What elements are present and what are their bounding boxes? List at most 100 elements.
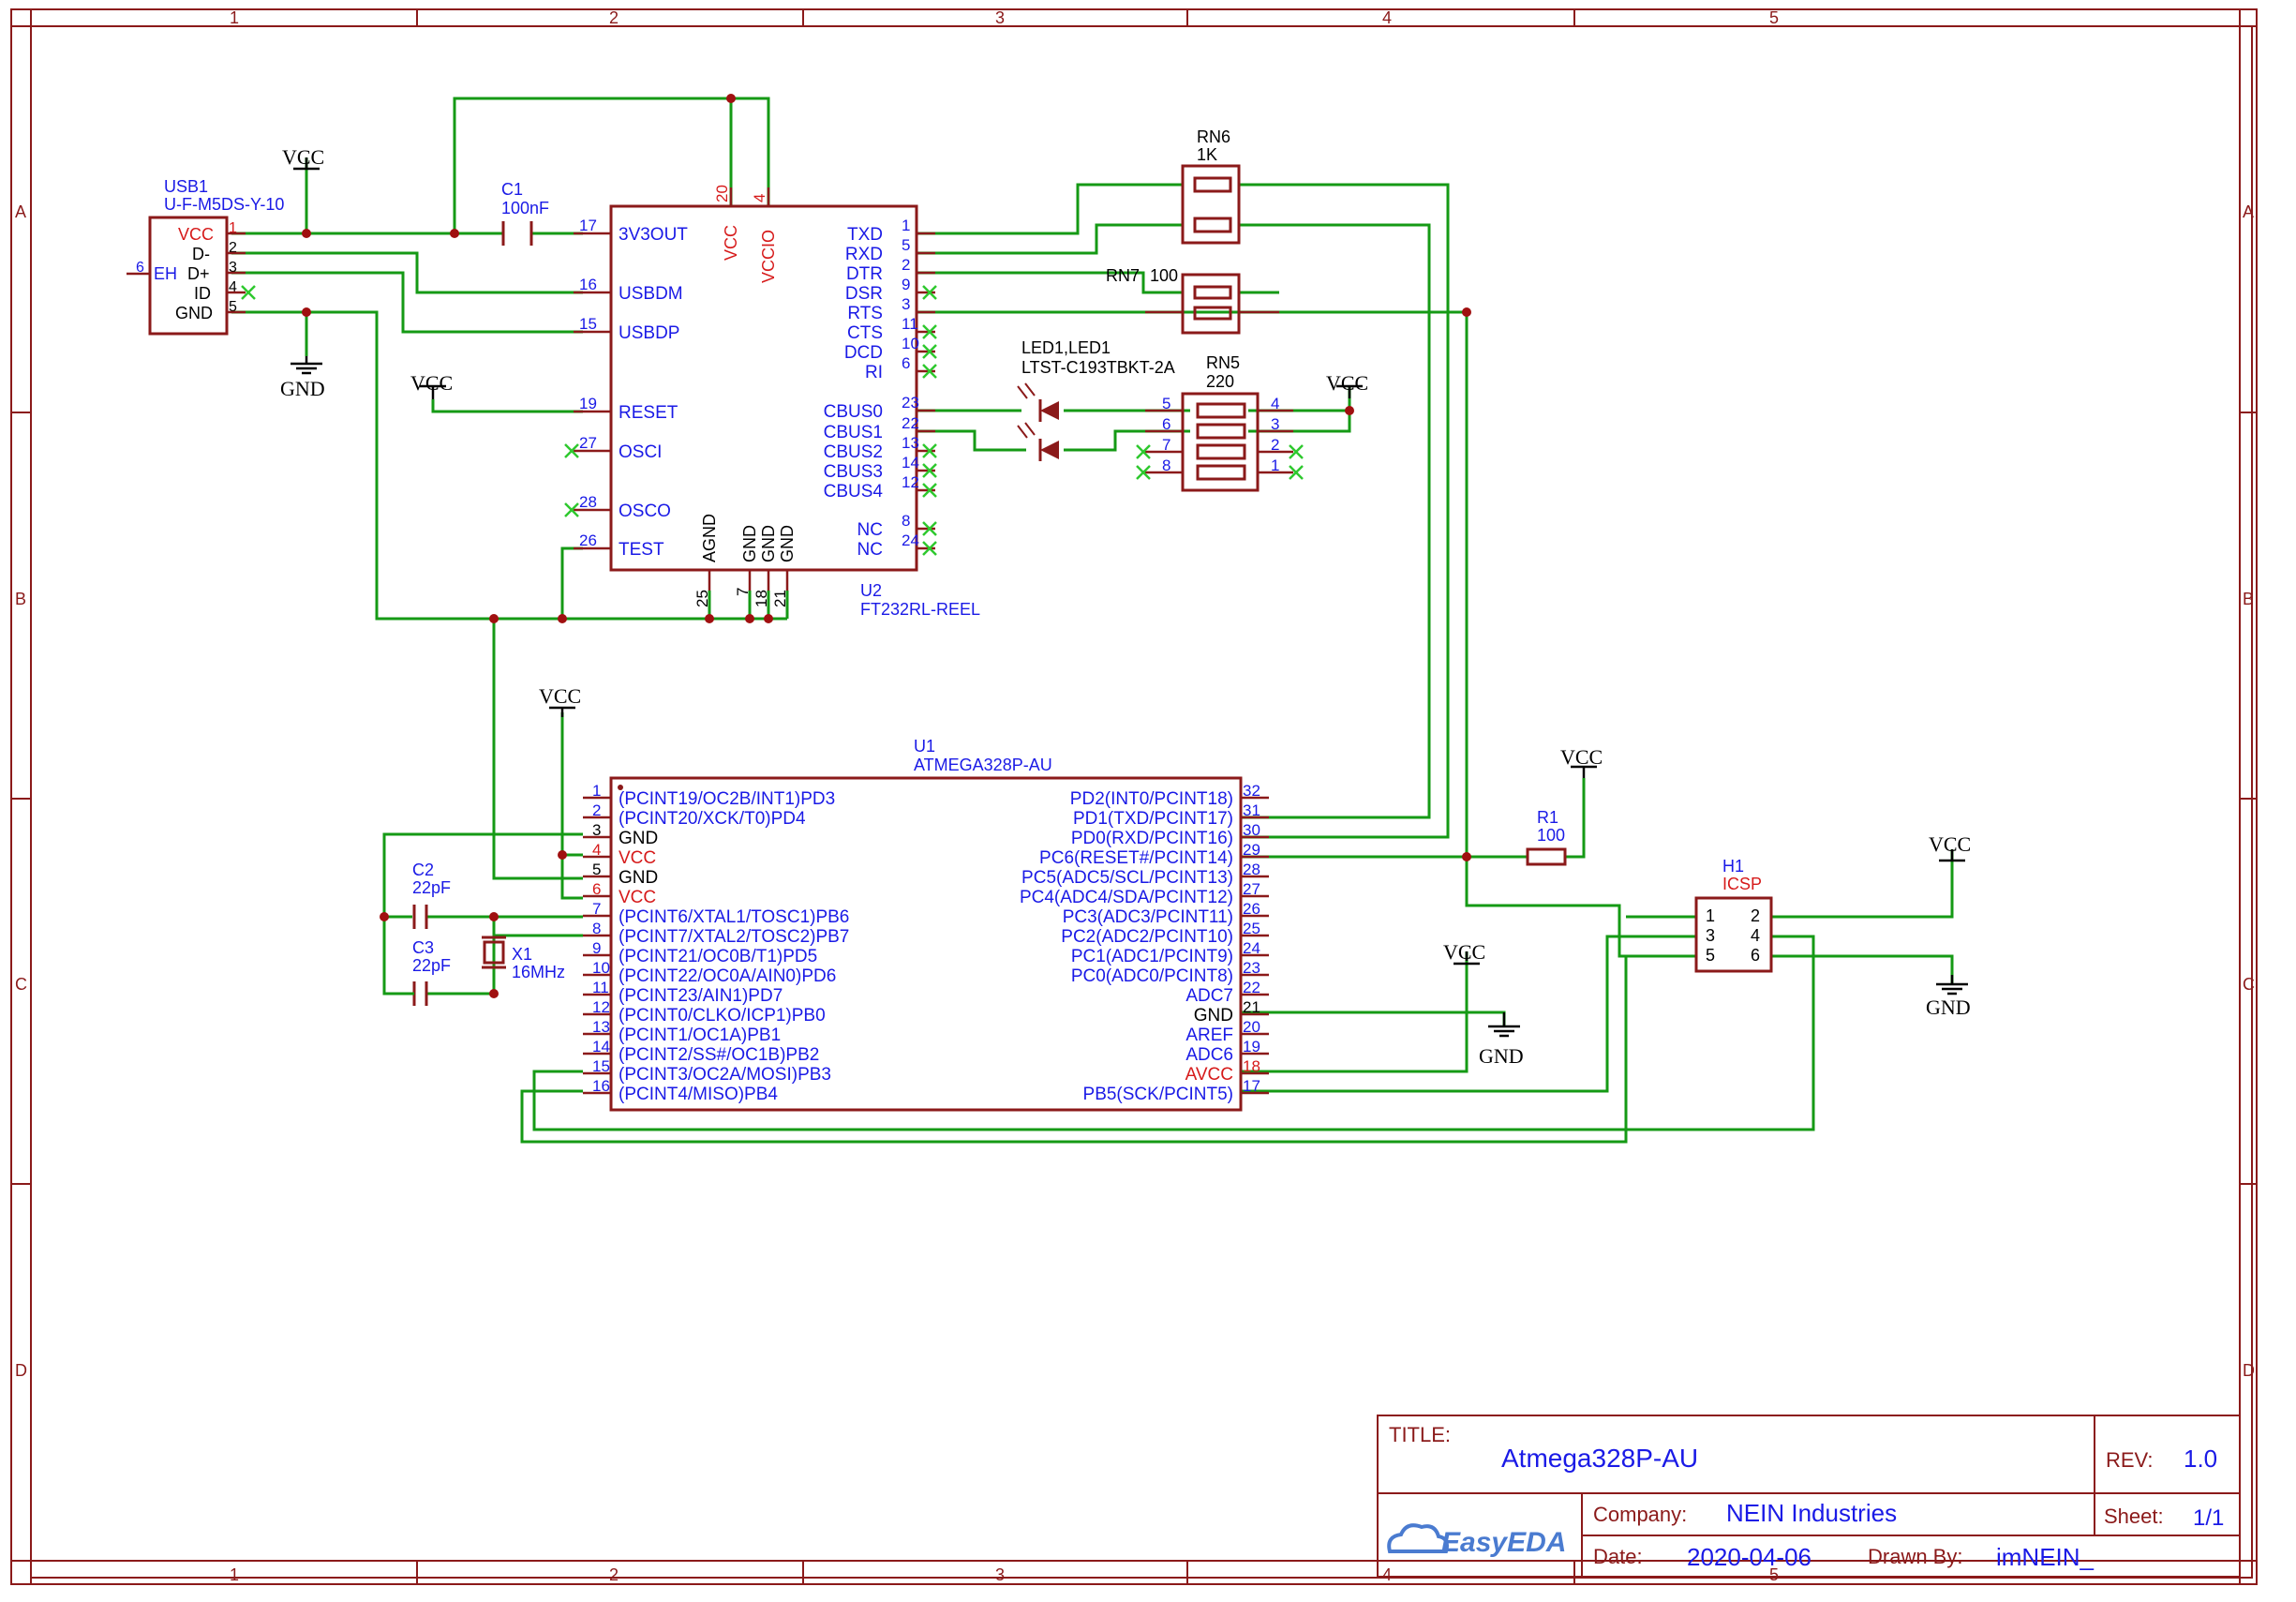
row-label: C	[15, 975, 27, 994]
column-label: 2	[609, 8, 619, 27]
no-connect-mark	[922, 324, 937, 339]
u2-pin-number: 12	[902, 473, 919, 491]
u2-pin-number: 14	[902, 454, 919, 472]
usb1-pin-number: 3	[229, 260, 237, 276]
u1-pin-number: 17	[1243, 1077, 1260, 1095]
u1-pin-name: (PCINT7/XTAL2/TOSC2)PB7	[619, 927, 849, 947]
u2-pin-number: 9	[902, 276, 910, 293]
u2-pin-number: 25	[693, 590, 711, 607]
company-value: NEIN Industries	[1726, 1499, 1897, 1527]
u1-pin-name: AVCC	[1185, 1065, 1233, 1085]
led-part: LTST-C193TBKT-2A	[1021, 358, 1175, 377]
vcc-symbol: VCC	[539, 684, 581, 717]
u2-pin-name: CBUS1	[824, 423, 883, 442]
no-connect-mark	[922, 463, 937, 478]
vcc-label: VCC	[1326, 371, 1368, 395]
u2-pin-number: 20	[713, 185, 731, 202]
u2-right-pins: 1TXD5RXD2DTR9DSR3RTS11CTS10DCD6RI23CBUS0…	[824, 217, 937, 560]
column-label: 4	[1382, 8, 1392, 27]
u1-pin-number: 7	[592, 900, 601, 918]
u1-pin-name: (PCINT19/OC2B/INT1)PD3	[619, 789, 835, 809]
u1-pin-number: 6	[592, 880, 601, 898]
u1-pin-number: 23	[1243, 959, 1260, 977]
u1-pin-name: PC0(ADC0/PCINT8)	[1071, 966, 1233, 986]
row-label: B	[2243, 590, 2254, 608]
u2-ref: U2	[860, 581, 882, 600]
usb1-eh-number: 6	[136, 260, 144, 276]
rn7-value: 100	[1150, 266, 1178, 285]
no-connect-mark	[1136, 444, 1304, 480]
title-label: TITLE:	[1389, 1423, 1451, 1446]
rev-value: 1.0	[2184, 1445, 2217, 1473]
u1-pin-number: 1	[592, 782, 601, 800]
no-connect-mark	[241, 285, 256, 300]
u1-pin-number: 12	[592, 998, 610, 1016]
c1-ref: C1	[501, 180, 523, 199]
h1-pin-number: 1	[1706, 906, 1715, 925]
u1-pin-number: 28	[1243, 861, 1260, 878]
u1-pin-name: PC5(ADC5/SCL/PCINT13)	[1021, 868, 1233, 888]
u2-pin-number: 8	[902, 512, 910, 530]
u2-pin-name: CBUS2	[824, 442, 883, 462]
h1-pin-number: 5	[1706, 946, 1715, 965]
x1-value: 16MHz	[512, 963, 565, 981]
usb1-pin-number: 4	[229, 279, 237, 295]
rn5-pin-number: 4	[1271, 395, 1279, 412]
rn5-value: 220	[1206, 372, 1234, 391]
rn6-value: 1K	[1197, 145, 1217, 164]
gnd-label: GND	[280, 377, 325, 400]
row-label: A	[15, 202, 26, 221]
u2-pin-name: CBUS4	[824, 482, 884, 502]
u1-pin-number: 16	[592, 1077, 610, 1095]
u2-pin-name: TEST	[619, 540, 664, 560]
usb1-pin-name: D-	[192, 245, 210, 263]
c3-value: 22pF	[412, 956, 451, 975]
u1-pin-name: (PCINT2/SS#/OC1B)PB2	[619, 1045, 819, 1065]
u2-pin-number: 27	[579, 434, 597, 452]
u1-pin-number: 13	[592, 1018, 610, 1036]
u2-pin-number: 11	[902, 315, 918, 333]
u2-pin-name: OSCI	[619, 442, 662, 462]
u1-pin-name: (PCINT4/MISO)PB4	[619, 1085, 778, 1104]
u1-pin-name: PD1(TXD/PCINT17)	[1073, 809, 1233, 829]
u1-pin-number: 3	[592, 821, 601, 839]
rn5-pin-number: 2	[1271, 436, 1279, 454]
resistor-network-rn5: RN5 220 5 6 7 8 4 3 2 1	[1136, 353, 1304, 492]
u2-pin-name: VCC	[722, 225, 740, 261]
title-block: TITLE: Atmega328P-AU REV: 1.0 Company: N…	[1377, 1415, 2241, 1578]
u1-pin-name: PD2(INT0/PCINT18)	[1070, 789, 1233, 809]
easyeda-logo: EasyEDA	[1387, 1523, 1566, 1558]
row-label: C	[2243, 975, 2255, 994]
vcc-symbol: VCC	[1443, 940, 1485, 966]
drawing-title: Atmega328P-AU	[1501, 1444, 1698, 1473]
row-label: B	[15, 590, 26, 608]
u1-pin-name: PC1(ADC1/PCINT9)	[1071, 947, 1233, 966]
c2-ref: C2	[412, 861, 434, 879]
u1-pin-number: 26	[1243, 900, 1260, 918]
no-connect-mark	[922, 443, 937, 458]
no-connect-mark	[564, 502, 579, 517]
no-connect-mark	[922, 285, 937, 300]
sheet-value: 1/1	[2193, 1505, 2224, 1531]
u1-left-pins: 1(PCINT19/OC2B/INT1)PD32(PCINT20/XCK/T0)…	[583, 782, 849, 1104]
vcc-label: VCC	[282, 145, 324, 169]
u1-pin-number: 25	[1243, 920, 1260, 937]
h1-pin-number: 2	[1751, 906, 1760, 925]
u2-pin-number: 1	[902, 217, 910, 234]
column-label: 5	[1769, 1565, 1779, 1584]
u1-pin-number: 14	[592, 1038, 610, 1056]
usb1-part: U-F-M5DS-Y-10	[164, 195, 284, 214]
u2-pin-number: 21	[771, 590, 789, 607]
resistor-network-rn6: RN6 1K	[1181, 127, 1241, 245]
ground-symbol: GND	[280, 356, 325, 400]
u1-pin-name: AREF	[1185, 1026, 1233, 1045]
u1-pin-name: VCC	[619, 888, 656, 907]
u1-pin-name: (PCINT20/XCK/T0)PD4	[619, 809, 806, 829]
u1-pin-number: 31	[1243, 801, 1260, 819]
led-icon	[1017, 382, 1059, 422]
usb1-pin-number: 2	[229, 240, 237, 256]
u2-pin-name: TXD	[847, 225, 883, 245]
no-connect-mark	[922, 541, 937, 556]
